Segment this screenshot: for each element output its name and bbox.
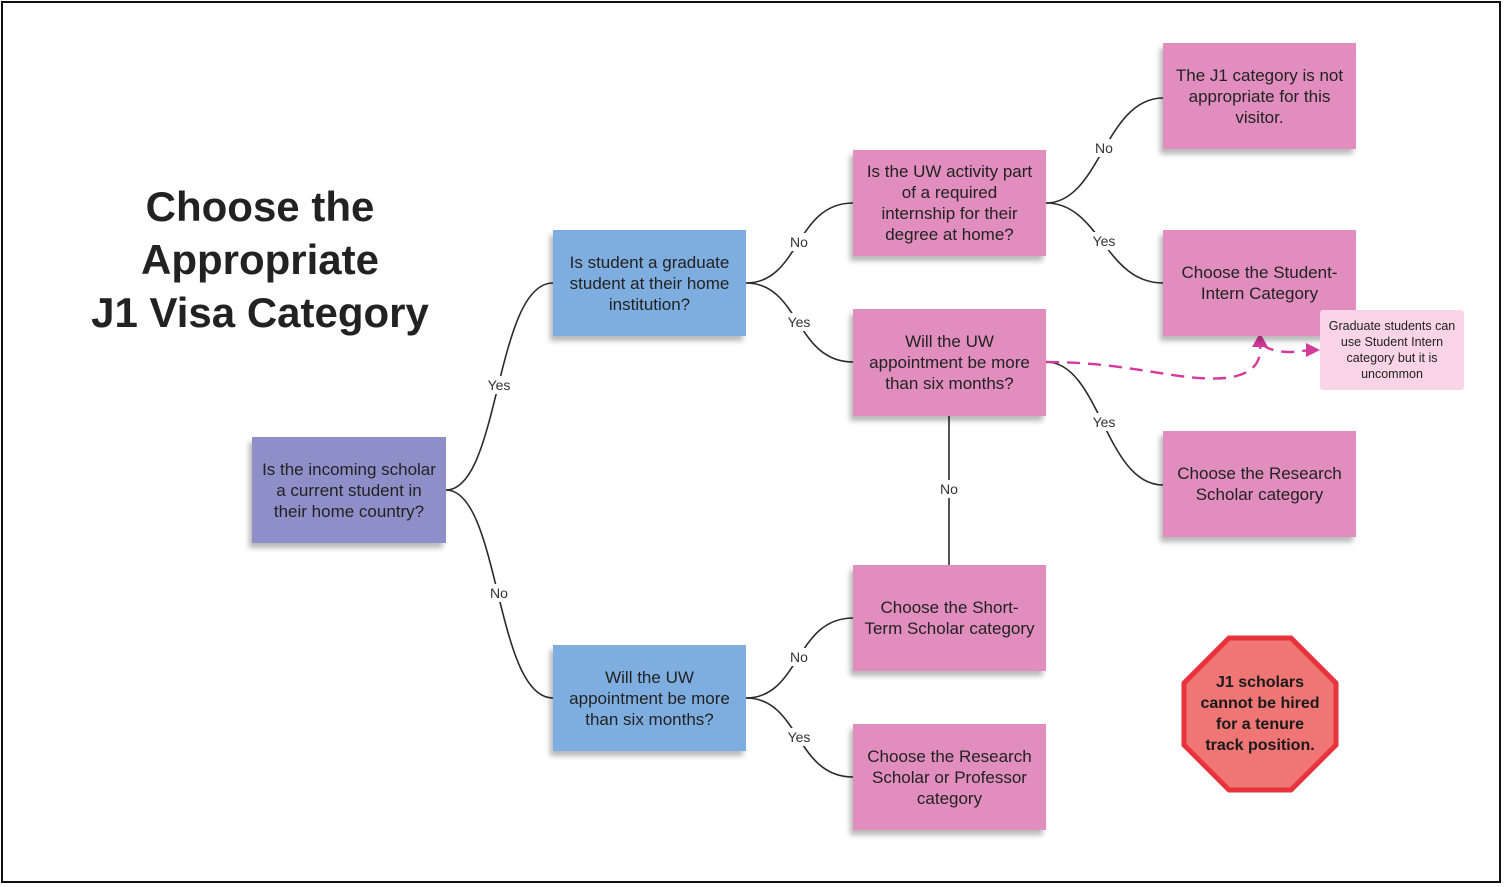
label-sixmonths-grad-no: No (938, 480, 960, 498)
label-current-no: No (488, 584, 510, 602)
node-six-months-grad-question: Will the UW appointment be more than six… (853, 309, 1046, 416)
node-current-student-question: Is the incoming scholar a current studen… (252, 437, 446, 543)
dashed-arrow-to-student-intern (1045, 343, 1262, 380)
label-sixmonths-nonstudent-no: No (788, 648, 810, 666)
node-short-term-scholar-result: Choose the Short-Term Scholar category (853, 565, 1046, 671)
node-graduate-student-question: Is student a graduate student at their h… (553, 230, 746, 336)
label-grad-yes: Yes (785, 313, 813, 331)
arrowhead-right-icon (1306, 343, 1320, 357)
label-current-yes: Yes (485, 376, 513, 394)
label-sixmonths-nonstudent-yes: Yes (785, 728, 813, 746)
label-grad-no: No (788, 233, 810, 251)
node-research-scholar-result: Choose the Research Scholar category (1163, 431, 1356, 537)
label-internship-no: No (1093, 139, 1115, 157)
stop-sign-text-wrap: J1 scholars cannot be hired for a tenure… (1180, 634, 1340, 794)
arrowhead-up-icon (1252, 333, 1268, 347)
title-line-1: Choose the (145, 183, 375, 230)
node-required-internship-question: Is the UW activity part of a required in… (853, 150, 1046, 256)
node-not-appropriate-result: The J1 category is not appropriate for t… (1163, 43, 1356, 149)
label-sixmonths-grad-yes: Yes (1090, 413, 1118, 431)
page-title: Choose the Appropriate J1 Visa Category (60, 180, 460, 339)
title-line-2: Appropriate (140, 236, 379, 283)
stop-sign-icon (1181, 635, 1339, 793)
title-line-3: J1 Visa Category (91, 289, 429, 336)
node-research-professor-result: Choose the Research Scholar or Professor… (853, 724, 1046, 830)
graduate-intern-note: Graduate students can use Student Intern… (1320, 310, 1464, 390)
label-internship-yes: Yes (1090, 232, 1118, 250)
node-six-months-nonstudent-question: Will the UW appointment be more than six… (553, 645, 746, 751)
dashed-arrow-to-note (1261, 343, 1309, 354)
stop-sign-text: J1 scholars cannot be hired for a tenure… (1200, 674, 1320, 754)
